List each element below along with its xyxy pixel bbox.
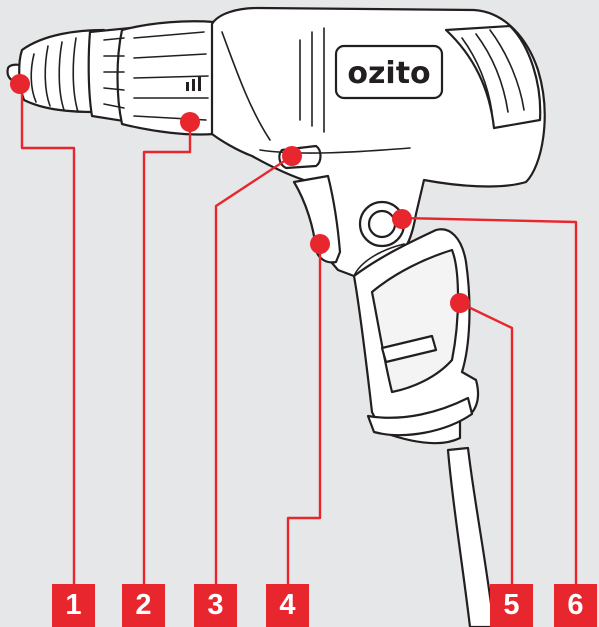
callout-dot-6	[392, 209, 412, 229]
callout-box-3: 3	[194, 584, 237, 627]
leader-line-1	[22, 84, 74, 584]
leader-line-3	[216, 156, 292, 584]
callout-number-4: 4	[279, 589, 295, 622]
callout-dot-4	[310, 234, 330, 254]
brand-logo-text: ozito	[347, 56, 430, 91]
callout-number-2: 2	[135, 589, 151, 622]
leader-line-4	[288, 244, 320, 584]
callout-number-3: 3	[207, 589, 223, 622]
callout-box-1: 1	[52, 584, 95, 627]
callout-number-6: 6	[567, 589, 583, 622]
leader-line-2	[144, 124, 190, 584]
callout-number-1: 1	[65, 589, 81, 622]
callout-number-5: 5	[503, 589, 519, 622]
callout-box-2: 2	[122, 584, 165, 627]
callout-dot-5	[450, 293, 470, 313]
callout-box-5: 5	[490, 584, 533, 627]
lock-on-button	[369, 211, 395, 237]
callout-dot-1	[10, 74, 30, 94]
callout-box-6: 6	[554, 584, 597, 627]
callout-box-4: 4	[266, 584, 309, 627]
callout-dot-2	[180, 112, 200, 132]
power-cord	[448, 448, 494, 627]
callout-dot-3	[282, 146, 302, 166]
